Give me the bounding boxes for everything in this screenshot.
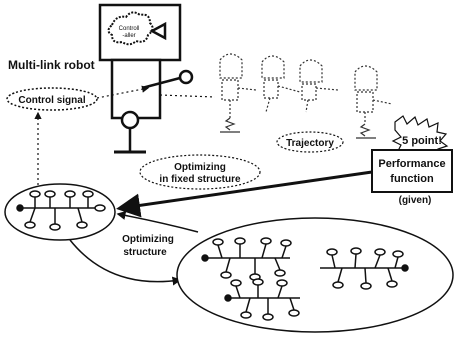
opt-struct-line2: structure xyxy=(123,247,167,258)
perf-to-tree-arrow xyxy=(116,170,373,218)
candidates-to-tree-arrow xyxy=(116,210,199,233)
current-structure-tree xyxy=(4,183,116,241)
performance-line2: function xyxy=(390,173,434,185)
controller-label-2: -aller xyxy=(122,33,135,39)
control-signal-label: Control signal xyxy=(18,95,85,106)
trajectory-ellipse xyxy=(276,131,344,153)
robot-main: Controll -aller xyxy=(98,3,194,154)
performance-box xyxy=(371,149,453,193)
opt-struct-line1: Optimizing xyxy=(122,234,174,245)
candidate-tree-c xyxy=(224,278,300,321)
controller-cloud-icon: Controll -aller xyxy=(107,11,154,46)
candidate-tree-a xyxy=(201,237,292,281)
points-label: 5 point! xyxy=(402,135,442,147)
tree-to-candidates-arrow xyxy=(69,239,182,286)
arm-joint-icon xyxy=(178,69,194,85)
opt-fixed-ellipse xyxy=(139,154,261,190)
control-signal-ellipse xyxy=(6,87,98,111)
candidate-pool-ellipse xyxy=(176,217,454,333)
trajectory-robots xyxy=(219,53,393,139)
controller-label-1: Controll xyxy=(119,26,140,32)
candidate-tree-b xyxy=(320,247,409,290)
performance-line1: Performance xyxy=(378,158,445,170)
robot-title: Multi-link robot xyxy=(8,58,95,72)
opt-fixed-line1: Optimizing xyxy=(174,162,226,173)
triangle-eye-icon xyxy=(149,21,167,41)
opt-fixed-line2: in fixed structure xyxy=(159,174,241,185)
given-label: (given) xyxy=(399,195,432,206)
trajectory-label: Trajectory xyxy=(286,138,334,149)
hip-joint-icon xyxy=(120,110,140,130)
